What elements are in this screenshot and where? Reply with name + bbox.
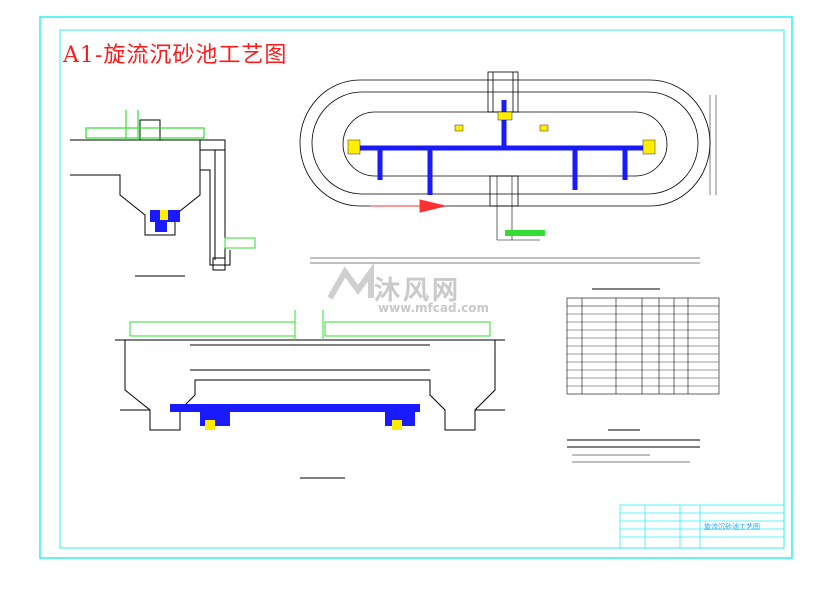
plan-view [299, 71, 717, 264]
title-block-drawing-name: 旋流沉砂池工艺图 [704, 523, 760, 531]
drawing-title: A1-旋流沉砂池工艺图 [63, 43, 288, 68]
title-block-frame [619, 504, 785, 549]
section-ii [70, 119, 231, 271]
section-ii-rail [85, 110, 205, 140]
inner-frame [59, 29, 785, 549]
section-i-rail [129, 310, 491, 340]
section-i-pipe [170, 404, 420, 430]
plan-pipes [360, 100, 650, 195]
section-ii-pipe [150, 210, 256, 249]
equipment-table-rows [567, 313, 719, 387]
notes [567, 429, 700, 463]
section-i [115, 339, 505, 431]
plan-tag [505, 230, 545, 236]
outer-frame [39, 16, 793, 559]
plan-dims [496, 176, 540, 241]
watermark-brand: 沐风网 [374, 276, 462, 306]
plan-arrow [370, 199, 446, 213]
watermark-logo [327, 262, 374, 300]
watermark-url: www.mfcad.com [378, 301, 489, 315]
plan-valves [347, 111, 656, 155]
